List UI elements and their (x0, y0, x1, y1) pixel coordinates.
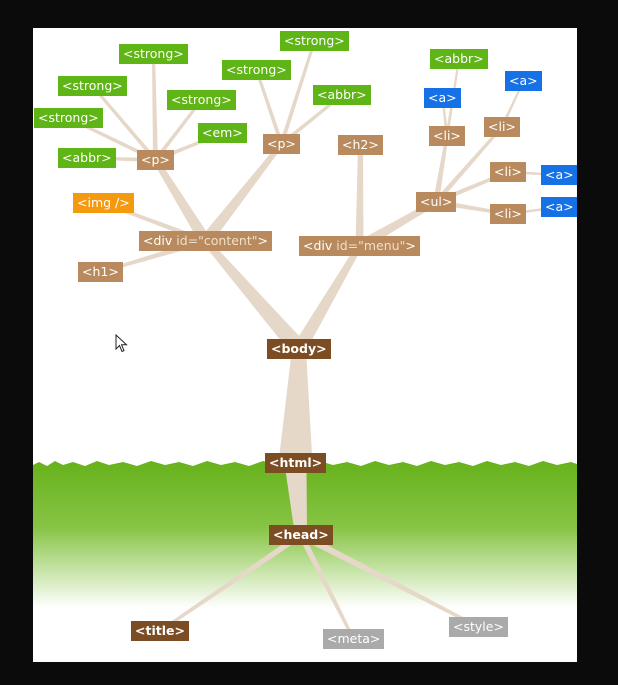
li-tag-node: <li> (484, 117, 520, 137)
strong-tag-node: <strong> (58, 76, 127, 96)
strong-tag-node: <strong> (222, 60, 291, 80)
branch-ul-li2 (434, 126, 504, 204)
branch-head-title (159, 532, 303, 633)
branch-ul-li1 (433, 135, 449, 203)
a-tag-node: <a> (541, 197, 577, 217)
head-tag-node: <head> (269, 525, 333, 545)
abbr-tag-node: <abbr> (430, 49, 488, 69)
div-menu-node: <div id="menu"> (299, 236, 420, 256)
dom-tree-graphic (33, 40, 577, 640)
body-tag-node: <body> (267, 339, 331, 359)
li-tag-node: <li> (429, 126, 465, 146)
branch-head-style (299, 531, 480, 629)
branch-head-meta (298, 533, 355, 640)
branch-div_menu-h2 (355, 144, 364, 247)
strong-tag-node: <strong> (280, 31, 349, 51)
h2-tag-node: <h2> (338, 135, 383, 155)
branch-html-body (278, 348, 313, 464)
ul-tag-node: <ul> (416, 192, 457, 212)
a-tag-node: <a> (541, 165, 577, 185)
p-tag-node: <p> (263, 134, 300, 154)
strong-tag-node: <strong> (119, 44, 188, 64)
branch-body-div_content (202, 238, 306, 355)
p-tag-node: <p> (137, 150, 174, 170)
style-tag-node: <style> (449, 617, 508, 637)
abbr-tag-node: <abbr> (313, 85, 371, 105)
branch-p1-strong_left2 (91, 85, 158, 162)
diagram-canvas: <strong> <strong> <strong> <strong> <str… (33, 28, 577, 662)
branch-body-div_menu (292, 244, 363, 353)
li-tag-node: <li> (490, 162, 526, 182)
html-tag-node: <html> (265, 453, 327, 473)
li-tag-node: <li> (490, 204, 526, 224)
title-tag-node: <title> (131, 621, 189, 641)
branch-p2-strong_mid2 (255, 69, 284, 145)
branch-html-head (284, 462, 307, 536)
div-content-node: <div id="content"> (139, 231, 272, 251)
branch-p2-abbr_p2 (280, 93, 343, 146)
strong-tag-node: <strong> (34, 108, 103, 128)
strong-tag-node: <strong> (167, 90, 236, 110)
branch-p1-strong_mid3 (153, 99, 203, 162)
branch-div_content-p1 (152, 158, 211, 245)
a-tag-node: <a> (424, 88, 461, 108)
branch-li2-a_li2 (500, 80, 525, 128)
branch-p2-strong_top_mid (279, 40, 316, 145)
mouse-pointer-icon (115, 334, 128, 353)
em-tag-node: <em> (198, 123, 247, 143)
branch-p1-strong_top_left (152, 53, 158, 161)
h1-tag-node: <h1> (78, 262, 123, 282)
branch-div_content-p2 (200, 142, 284, 245)
abbr-tag-node: <abbr> (58, 148, 116, 168)
img-tag-node: <img /> (73, 193, 134, 213)
meta-tag-node: <meta> (323, 629, 385, 649)
a-tag-node: <a> (505, 71, 542, 91)
